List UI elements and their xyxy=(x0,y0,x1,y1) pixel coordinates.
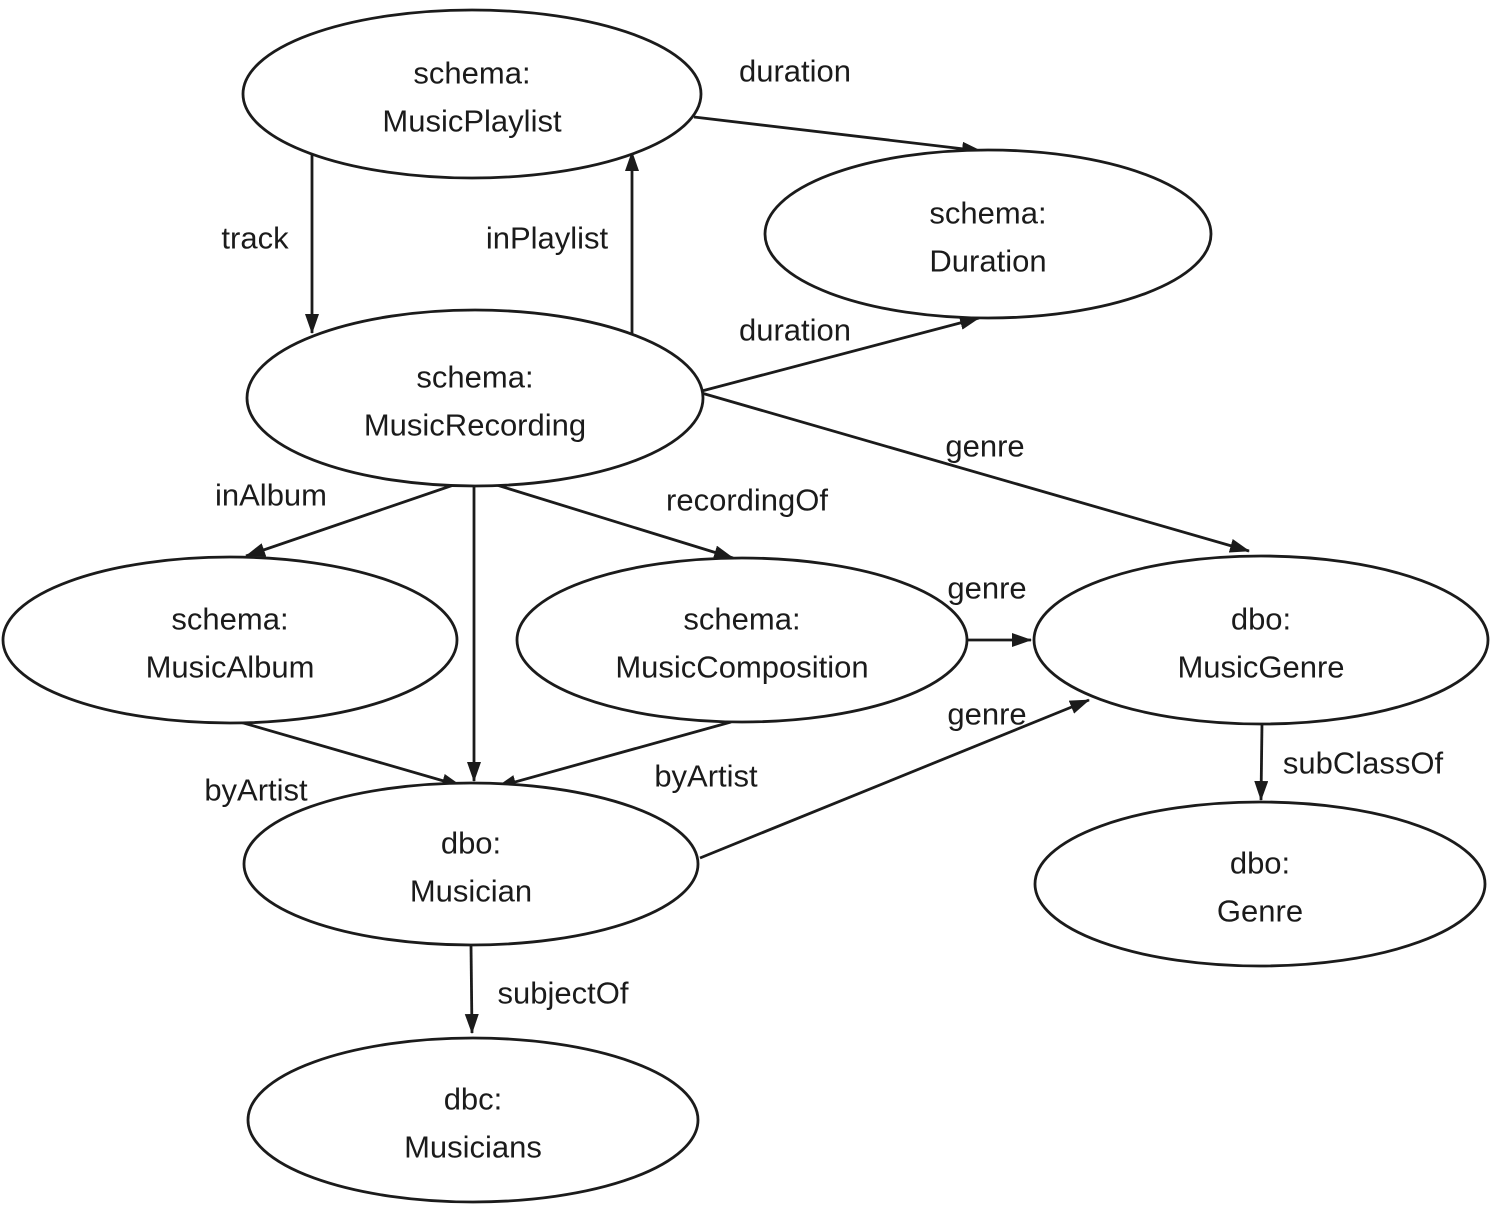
node-name-dbo-music-genre: MusicGenre xyxy=(1177,650,1344,685)
node-prefix-dbo-musician: dbo: xyxy=(441,826,501,861)
node-name-dbo-genre: Genre xyxy=(1217,894,1303,929)
edge-label-layer: duration track inPlaylist duration genre inAl… xyxy=(204,54,1443,1011)
edge-label-composition-by-artist: byArtist xyxy=(654,759,758,794)
edge-album-by-artist xyxy=(239,720,462,788)
edge-genre-subclass-of xyxy=(1254,722,1269,801)
edge-label-recording-in-album: inAlbum xyxy=(215,478,327,513)
edge-arrow-recording-in-album xyxy=(245,476,475,558)
node-ellipse-dbc-musicians xyxy=(246,1036,700,1204)
edge-arrow-composition-by-artist xyxy=(496,720,732,789)
edge-playlist-duration xyxy=(693,115,982,156)
node-prefix-schema-music-playlist: schema: xyxy=(413,56,530,91)
node-schema-duration: schema: Duration xyxy=(763,148,1213,320)
edge-label-recording-genre: genre xyxy=(945,429,1024,464)
node-prefix-dbo-music-genre: dbo: xyxy=(1231,602,1291,637)
node-dbo-music-genre: dbo: MusicGenre xyxy=(1032,554,1490,726)
edge-musician-subject-of xyxy=(464,944,479,1034)
edge-arrow-musician-genre xyxy=(699,698,1090,860)
edge-label-album-by-artist: byArtist xyxy=(204,773,308,808)
edge-recording-duration xyxy=(697,316,980,394)
edge-composition-by-artist xyxy=(496,720,732,789)
edge-arrow-playlist-duration xyxy=(693,115,982,156)
node-name-dbc-musicians: Musicians xyxy=(404,1130,542,1165)
node-name-schema-duration: Duration xyxy=(929,244,1046,279)
edge-recording-in-album xyxy=(245,476,475,558)
node-ellipse-schema-music-recording xyxy=(245,308,705,488)
node-dbo-musician: dbo: Musician xyxy=(242,781,700,947)
edge-label-playlist-duration: duration xyxy=(739,54,851,89)
edge-label-recording-duration: duration xyxy=(739,313,851,348)
node-ellipse-schema-music-album xyxy=(1,555,459,725)
node-name-dbo-musician: Musician xyxy=(410,874,532,909)
edge-recording-genre xyxy=(697,390,1250,553)
edge-arrow-musician-subject-of xyxy=(464,944,479,1034)
edge-arrow-genre-subclass-of xyxy=(1254,722,1269,801)
edge-arrow-album-by-artist xyxy=(239,720,462,788)
node-name-schema-music-album: MusicAlbum xyxy=(146,650,315,685)
edge-arrow-recording-genre xyxy=(697,390,1250,553)
edge-arrow-recording-recording-of xyxy=(473,476,734,560)
node-ellipse-dbo-music-genre xyxy=(1032,554,1490,726)
edge-label-recording-in-playlist: inPlaylist xyxy=(486,221,609,256)
node-dbc-musicians: dbc: Musicians xyxy=(246,1036,700,1204)
edge-musician-genre xyxy=(699,698,1090,860)
node-ellipse-schema-music-composition xyxy=(515,556,969,724)
node-schema-music-recording: schema: MusicRecording xyxy=(245,308,705,488)
node-ellipse-schema-music-playlist xyxy=(241,8,703,180)
edge-arrow-recording-duration xyxy=(697,316,980,394)
edge-label-playlist-track: track xyxy=(221,221,289,256)
node-prefix-dbc-musicians: dbc: xyxy=(444,1082,503,1117)
node-schema-music-playlist: schema: MusicPlaylist xyxy=(241,8,703,180)
node-dbo-genre: dbo: Genre xyxy=(1033,800,1487,968)
node-prefix-dbo-genre: dbo: xyxy=(1230,846,1290,881)
node-name-schema-music-composition: MusicComposition xyxy=(615,650,868,685)
node-name-schema-music-playlist: MusicPlaylist xyxy=(382,104,562,139)
edge-label-musician-subject-of: subjectOf xyxy=(498,976,629,1011)
edge-label-composition-genre: genre xyxy=(947,571,1026,606)
node-ellipse-dbo-genre xyxy=(1033,800,1487,968)
node-name-schema-music-recording: MusicRecording xyxy=(364,408,586,443)
node-prefix-schema-duration: schema: xyxy=(929,196,1046,231)
edge-label-genre-subclass-of: subClassOf xyxy=(1283,746,1444,781)
node-ellipse-dbo-musician xyxy=(242,781,700,947)
edge-label-recording-recording-of: recordingOf xyxy=(666,483,828,518)
node-schema-music-composition: schema: MusicComposition xyxy=(515,556,969,724)
node-layer: schema:MusicPlaylistschema:Durationschem… xyxy=(1,8,1490,1204)
edge-layer xyxy=(239,115,1269,1034)
node-prefix-schema-music-album: schema: xyxy=(171,602,288,637)
edge-recording-recording-of xyxy=(473,476,734,560)
node-prefix-schema-music-recording: schema: xyxy=(416,360,533,395)
node-ellipse-schema-duration xyxy=(763,148,1213,320)
node-prefix-schema-music-composition: schema: xyxy=(683,602,800,637)
edge-label-musician-genre: genre xyxy=(947,697,1026,732)
node-schema-music-album: schema: MusicAlbum xyxy=(1,555,459,725)
